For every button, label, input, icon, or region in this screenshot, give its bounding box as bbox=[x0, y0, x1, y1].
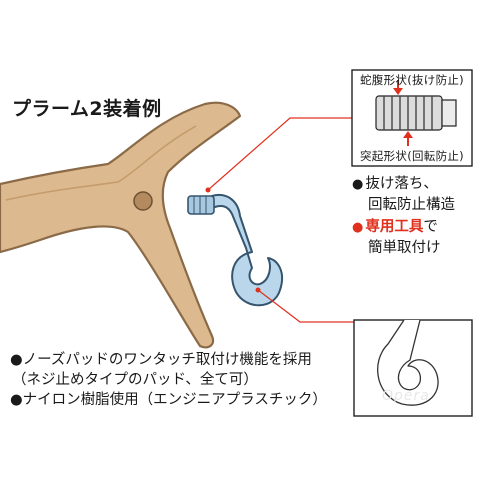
page-title: プラーム2装着例 bbox=[12, 98, 162, 120]
glasses-frame bbox=[0, 101, 242, 349]
note-line-3: ●専用工具で bbox=[352, 217, 438, 238]
feature-list: ●ノーズパッドのワンタッチ取付け機能を採用 （ネジ止めタイプのパッド、全て可） … bbox=[10, 350, 327, 410]
watermark: Opera bbox=[382, 388, 430, 404]
note-line-4: 簡単取付け bbox=[368, 240, 441, 256]
note-line-1-text: 抜け落ち、 bbox=[365, 176, 438, 192]
frame-inner-edge bbox=[5, 125, 197, 201]
note-line-3-rest: で bbox=[423, 219, 438, 235]
feature-item-3: ●ナイロン樹脂使用（エンジニアプラスチック） bbox=[10, 392, 327, 408]
hook-detail-outline bbox=[377, 319, 439, 406]
note-line-1: ●抜け落ち、 bbox=[352, 174, 438, 195]
frame-screw-hole bbox=[133, 191, 153, 211]
note-highlight-tool: 専用工具 bbox=[365, 219, 424, 235]
callout-line-bottom bbox=[257, 289, 354, 323]
detail-top-label: 蛇腹形状(抜け防止) bbox=[360, 73, 464, 87]
feature-item-2: （ネジ止めタイプのパッド、全て可） bbox=[12, 372, 258, 388]
detail-bottom-label: 突起形状(回転防止) bbox=[360, 149, 464, 163]
bullet-icon: ● bbox=[352, 220, 364, 235]
pad-hook-thread bbox=[187, 195, 215, 215]
note-line-2: 回転防止構造 bbox=[368, 197, 455, 213]
bullet-icon: ● bbox=[352, 177, 364, 192]
feature-item-1: ●ノーズパッドのワンタッチ取付け機能を採用 bbox=[10, 352, 312, 368]
callout-line-top bbox=[207, 117, 352, 191]
pad-hook-arm bbox=[211, 194, 284, 307]
